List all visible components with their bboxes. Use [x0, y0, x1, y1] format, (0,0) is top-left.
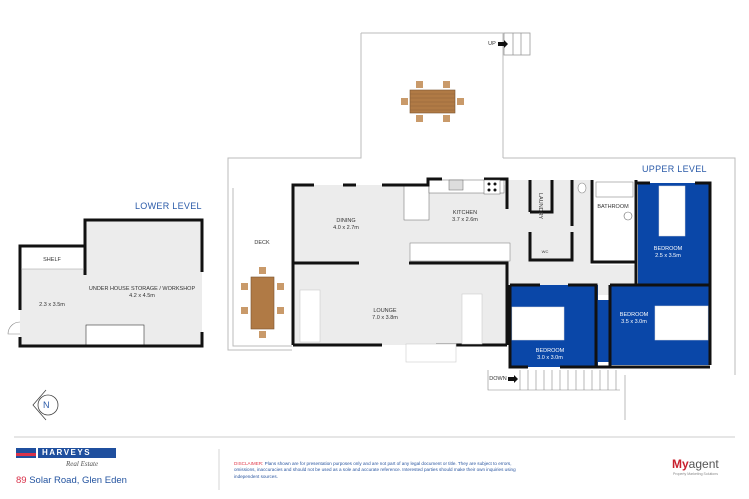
room-laundry: LAUNDRY [537, 193, 543, 220]
sink-icon [448, 179, 464, 191]
beds [511, 185, 709, 341]
sofas [299, 289, 483, 363]
upper-level-title: UPPER LEVEL [642, 164, 707, 174]
outdoor-patio-outline [361, 32, 504, 158]
stairs-down-label: DOWN [489, 376, 507, 382]
basin-icon [623, 211, 633, 221]
room-bathroom: BATHROOM [597, 204, 629, 210]
harveys-logo [16, 448, 116, 458]
agency-sub: Real Estate [66, 460, 99, 468]
room-shelf: SHELF [43, 257, 61, 263]
lower-level-title: LOWER LEVEL [135, 201, 202, 211]
bathtub-icon [595, 181, 634, 198]
walls [291, 177, 712, 369]
agency-name: HARVEYS [42, 448, 92, 457]
arrow-down-icon [508, 375, 518, 383]
disclaimer: DISCLAIMER: Plans shown are for presenta… [234, 461, 516, 479]
stove-icon [483, 179, 501, 195]
stairs-down [487, 370, 620, 391]
room-lower-side-dims: 2.3 x 3.5m [39, 302, 65, 308]
room-wc: WC [541, 249, 549, 254]
compass-icon [32, 389, 59, 421]
arrow-up-icon [498, 40, 508, 48]
compass-north-label: N [43, 400, 50, 410]
toilet-icon [577, 182, 587, 194]
property-address: 89 Solar Road, Glen Eden [16, 475, 127, 486]
stairs-up-label: UP [488, 41, 496, 47]
lower-level-plan [7, 218, 204, 348]
room-deck: DECK [254, 240, 270, 246]
myagent-logo: Myagent [672, 457, 719, 471]
myagent-tagline: Property Marketing Solutions [673, 472, 718, 476]
door-swing [7, 321, 21, 335]
outdoor-table-deck [241, 267, 284, 338]
outdoor-table-patio [401, 81, 464, 122]
